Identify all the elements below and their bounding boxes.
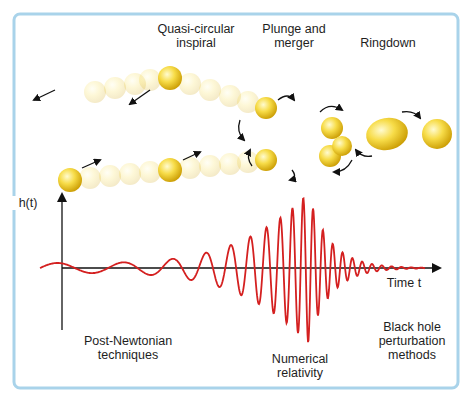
annotation-label: Plunge and merger (259, 22, 329, 50)
black-holes (58, 66, 452, 192)
annotation-label: Numerical relativity (262, 352, 338, 380)
waveform (40, 199, 425, 343)
frame (14, 14, 458, 388)
annotation-label: Quasi-circular inspiral (148, 22, 244, 50)
axes (62, 194, 440, 330)
annotation-label: Black hole perturbation methods (372, 320, 452, 362)
motion-arrows (34, 90, 420, 180)
annotation-label: h(t) (6, 196, 50, 210)
annotation-label: Ringdown (346, 36, 430, 50)
annotation-label: Post-Newtonian techniques (71, 334, 185, 362)
annotation-label: Time t (372, 276, 436, 290)
